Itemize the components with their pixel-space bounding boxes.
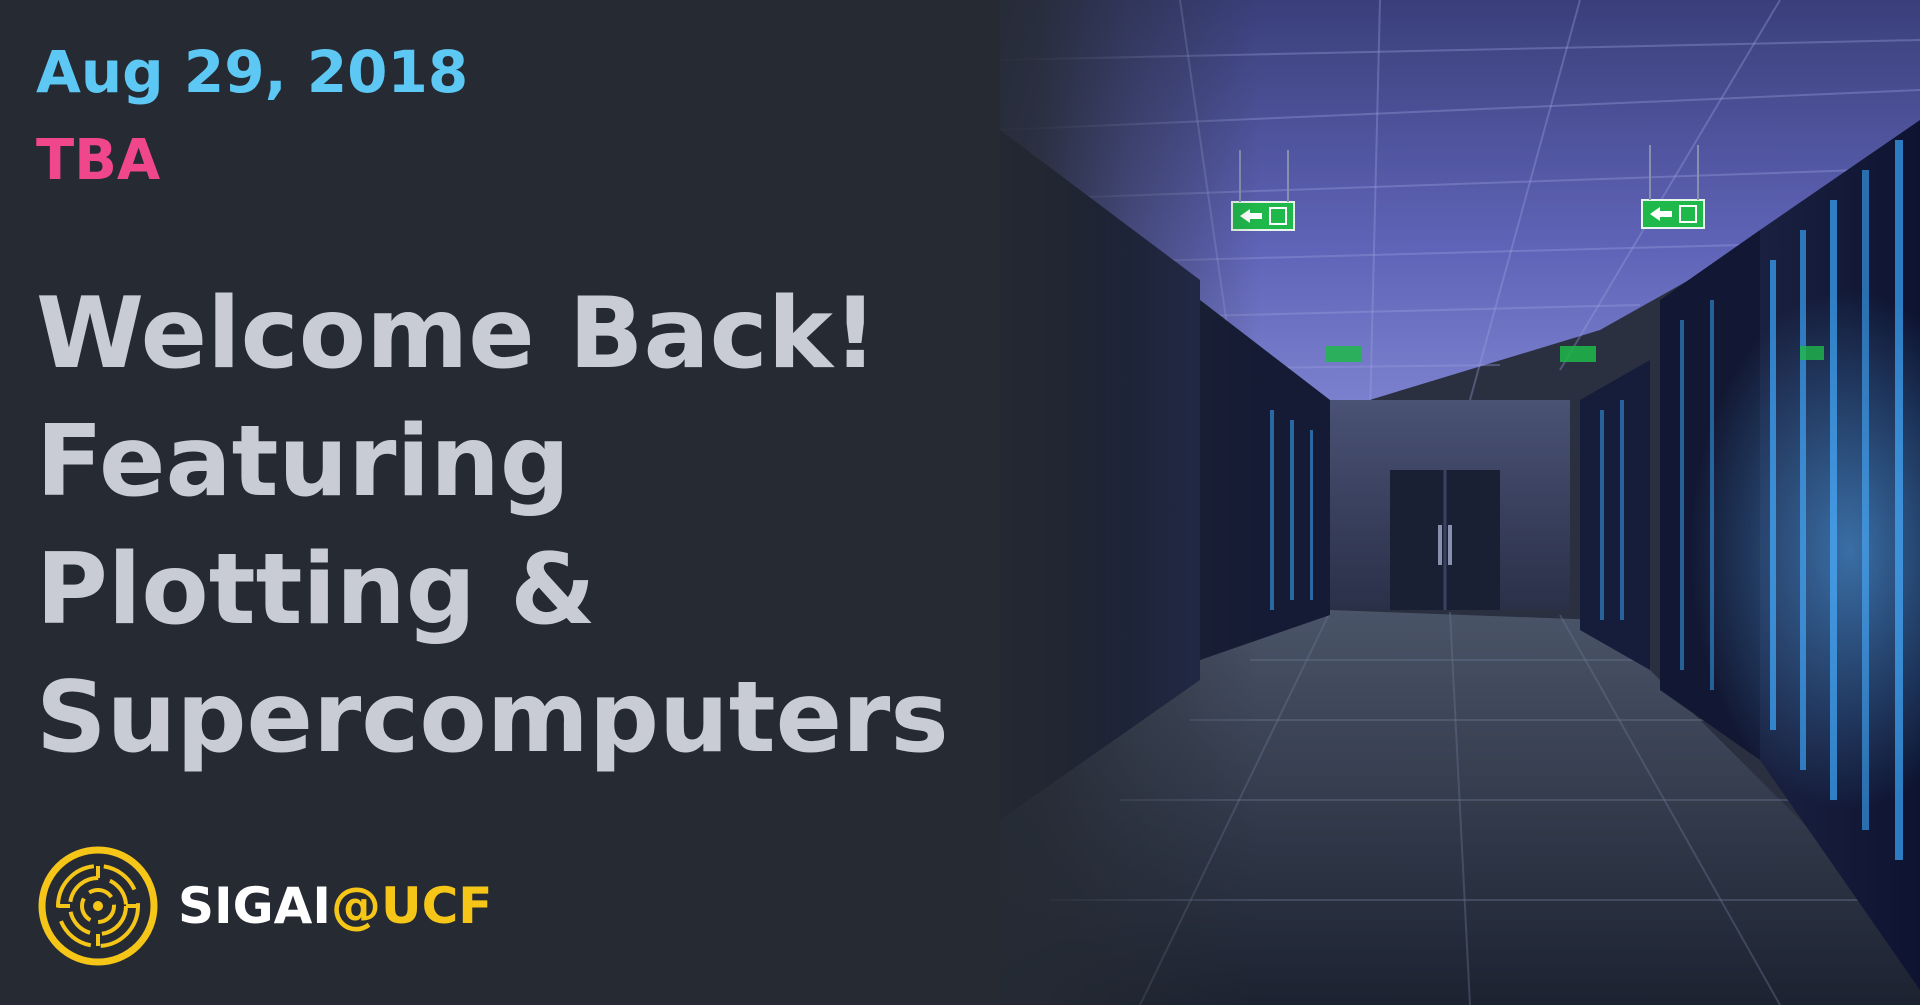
brand-logo: SIGAI@UCF [36,842,492,970]
brand-name-sigai: SIGAI [178,877,331,935]
brand-name-ucf: @UCF [330,877,493,935]
event-title: Welcome Back! Featuring Plotting & Super… [36,270,949,782]
brand-name: SIGAI@UCF [178,877,492,935]
title-line: Plotting & [36,533,596,647]
event-location: TBA [36,128,161,193]
exit-sign-icon [1231,201,1295,231]
title-line: Featuring [36,405,571,519]
event-date: Aug 29, 2018 [36,38,469,106]
circuit-circle-logo-icon [38,846,158,966]
title-line: Welcome Back! [36,277,878,391]
title-line: Supercomputers [36,661,949,775]
